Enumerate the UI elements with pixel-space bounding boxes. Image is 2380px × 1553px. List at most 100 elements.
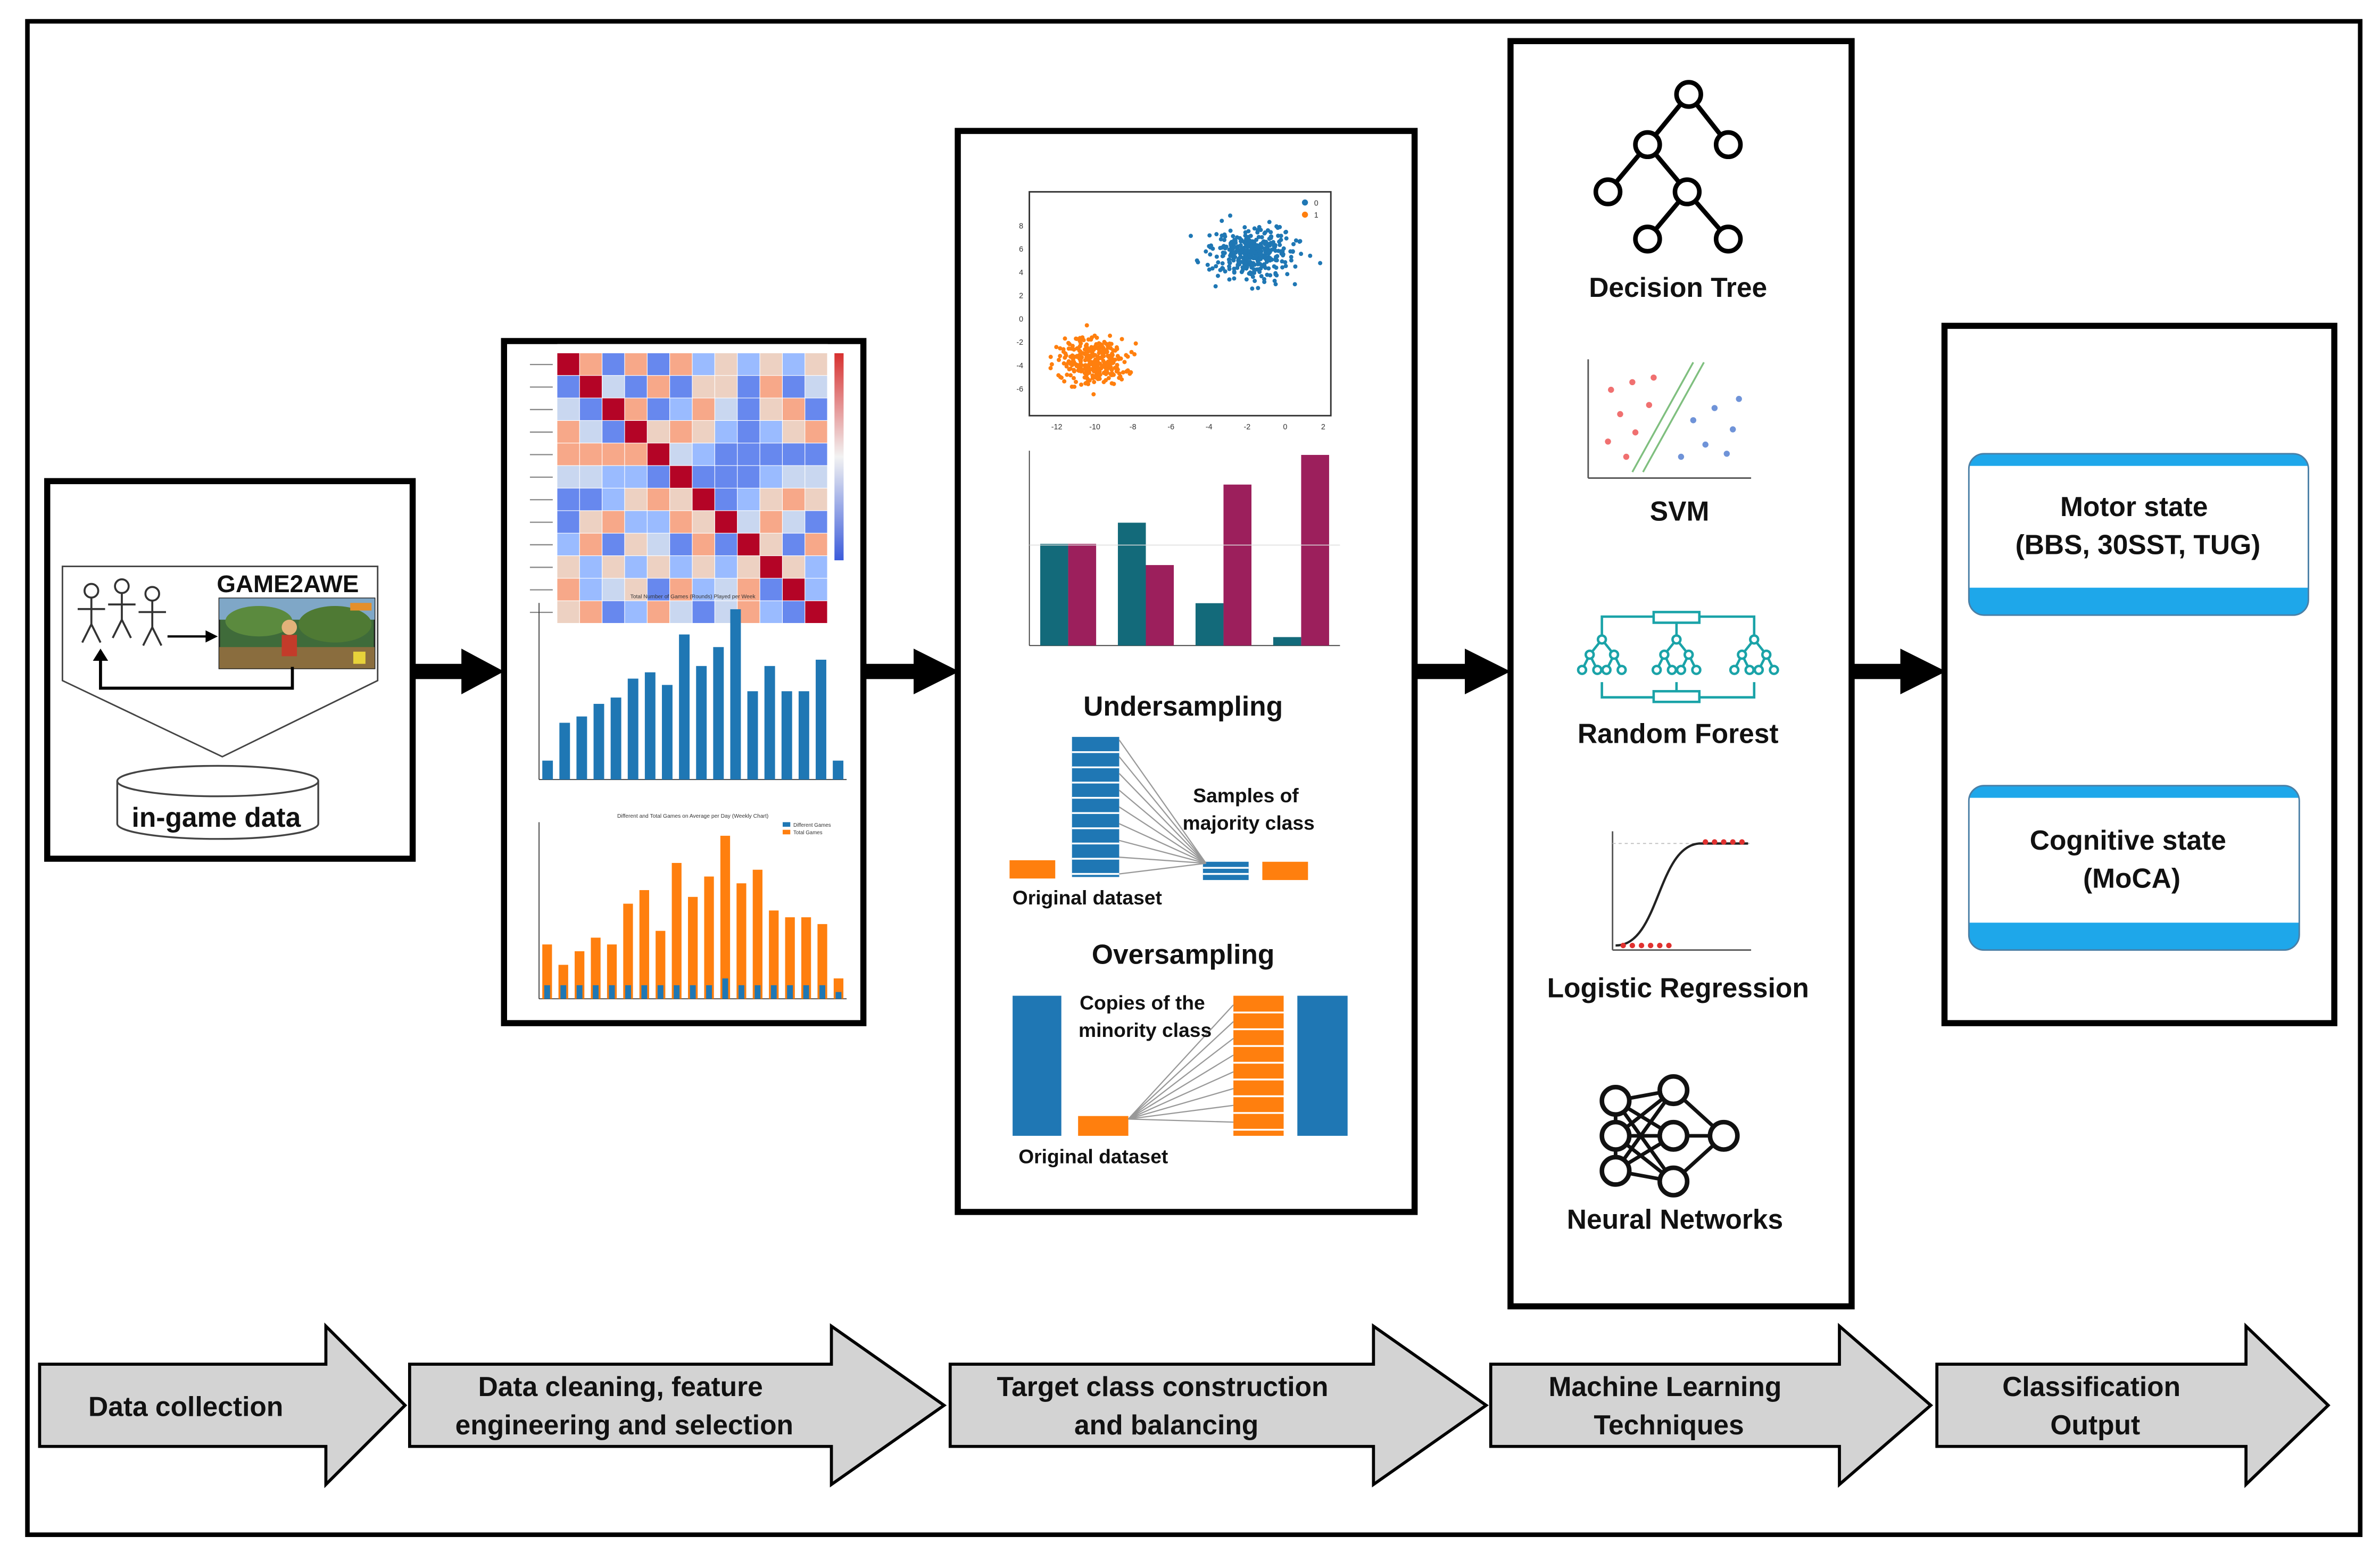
- scatter-point: [1210, 246, 1215, 251]
- scatter-point: [1238, 243, 1243, 248]
- scatter-point: [1281, 246, 1286, 251]
- scatter-point: [1293, 238, 1298, 243]
- svg-text:Classification Output: Classification Output: [2002, 1371, 2188, 1440]
- scatter-point: [1239, 249, 1244, 254]
- heatmap-cell: [715, 511, 737, 533]
- heatmap-cell: [760, 398, 782, 420]
- scatter-point: [1253, 279, 1257, 284]
- heatmap-cell: [760, 578, 782, 601]
- connector-arrow-4: [1851, 649, 1946, 694]
- scatter-point: [1273, 272, 1278, 277]
- heatmap-cell: [670, 420, 692, 443]
- y-tick-label: 6: [1019, 245, 1023, 254]
- scatter-point: [1283, 229, 1289, 234]
- bar-total-games: [671, 862, 682, 999]
- pipeline-step-2: Data cleaning, feature engineering and s…: [408, 1323, 947, 1488]
- scatter-point: [1278, 225, 1282, 229]
- scatter-point: [1088, 348, 1093, 353]
- heatmap-cell: [670, 466, 692, 488]
- scatter-point: [1092, 380, 1097, 385]
- bar: [1117, 522, 1146, 646]
- heatmap-cell: [670, 578, 692, 601]
- heatmap-cell: [692, 601, 715, 624]
- scatter-point: [1251, 267, 1256, 272]
- bar-total-games: [720, 835, 731, 999]
- ml-label-decision-tree: Decision Tree: [1589, 272, 1767, 303]
- heatmap-cell: [760, 353, 782, 376]
- output-panel: Motor state (BBS, 30SST, TUG) Cognitive …: [1941, 322, 2337, 1026]
- scatter-point: [1079, 382, 1084, 387]
- scatter-point: [1216, 260, 1221, 265]
- game-screenshot: [218, 597, 376, 669]
- scatter-point: [1299, 252, 1304, 256]
- heatmap-cell: [715, 578, 737, 601]
- heatmap-cell: [692, 488, 715, 511]
- scatter-point: [1278, 243, 1282, 247]
- scatter-point: [1092, 333, 1097, 338]
- scatter-point: [1291, 242, 1296, 246]
- scatter-point: [1273, 282, 1278, 287]
- bar-different-games: [560, 985, 567, 999]
- bar-total-games: [688, 896, 698, 999]
- heatmap-cell: [782, 488, 805, 511]
- scatter-point: [1220, 265, 1225, 270]
- scatter-point: [1101, 380, 1106, 385]
- scatter-point: [1101, 345, 1106, 350]
- scatter-point: [1218, 246, 1223, 251]
- bar: [833, 760, 844, 780]
- heatmap-cell: [737, 511, 760, 533]
- scatter-point: [1063, 355, 1067, 360]
- bar-total-games: [542, 944, 552, 999]
- ml-label-logistic-regression: Logistic Regression: [1547, 972, 1809, 1003]
- scatter-point: [1243, 249, 1248, 254]
- chart-title: Total Number of Games (Rounds) Played pe…: [631, 594, 756, 600]
- bar: [662, 685, 673, 780]
- heatmap-cell: [692, 533, 715, 555]
- scatter-point: [1129, 350, 1134, 354]
- heatmap-cell: [737, 353, 760, 376]
- data-collection-panel: GAME2AWE in-game data: [44, 478, 416, 862]
- heatmap-cell: [557, 556, 579, 578]
- scatter-point: [1256, 267, 1261, 272]
- heatmap-cell: [602, 533, 625, 555]
- heatmap-cell: [715, 533, 737, 555]
- scatter-point: [1272, 245, 1276, 250]
- scatter-point: [1292, 282, 1297, 287]
- y-tick-label: 2: [1019, 292, 1023, 301]
- chart-title: Different and Total Games on Average per…: [617, 813, 768, 819]
- svg-text:Cognitive state (MoCA): Cognitive state (MoCA): [2030, 825, 2234, 894]
- scatter-point: [1066, 359, 1071, 364]
- heatmap-cell: [782, 420, 805, 443]
- bar-different-games: [738, 985, 744, 999]
- heatmap-cell: [602, 601, 625, 624]
- x-tick-label: 2: [1321, 423, 1325, 431]
- heatmap-cell: [760, 511, 782, 533]
- scatter-point: [1262, 255, 1267, 260]
- heatmap-cell: [670, 353, 692, 376]
- scatter-point: [1091, 392, 1096, 397]
- y-tick-label: 8: [1019, 222, 1023, 230]
- heatmap-cell: [579, 353, 602, 376]
- connector-arrow-3: [1416, 649, 1511, 694]
- scatter-point: [1257, 253, 1262, 258]
- scatter-point: [1119, 337, 1124, 342]
- scatter-point: [1252, 226, 1257, 231]
- scatter-point: [1084, 323, 1089, 328]
- heatmap-cell: [647, 511, 670, 533]
- heatmap-cell: [579, 556, 602, 578]
- scatter-point: [1188, 234, 1193, 238]
- heatmap-cell: [647, 556, 670, 578]
- scatter-point: [1195, 258, 1199, 263]
- bar: [627, 678, 638, 780]
- scatter-point: [1220, 261, 1225, 266]
- scatter-point: [1242, 225, 1247, 230]
- legend-label: 0: [1314, 199, 1318, 207]
- scatter-point: [1263, 246, 1268, 251]
- scatter-point: [1254, 237, 1259, 242]
- scatter-point: [1078, 362, 1083, 367]
- bar-different-games: [641, 985, 648, 999]
- scatter-point: [1259, 235, 1264, 239]
- heatmap-cell: [557, 511, 579, 533]
- bar: [747, 691, 758, 780]
